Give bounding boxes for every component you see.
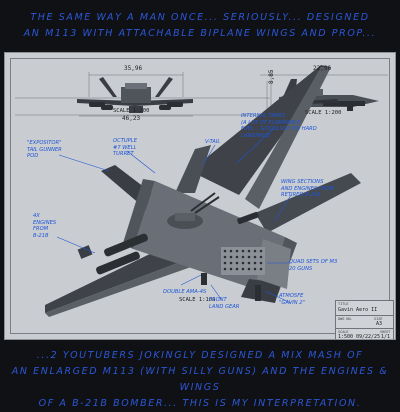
caption-bottom-line-1: ...2 Youtubers jokingly designed a mix m… [36, 350, 364, 361]
scale-label: SCALE [338, 330, 349, 334]
annotation-double-ama: Double AMA-4s [163, 289, 207, 295]
sheet-value: 1/1 [381, 334, 391, 340]
caption-bottom-line-3: of a B-21B bomber... this is my interpre… [38, 398, 362, 409]
annotation-atmosfe: Atmosfe "Gavin 2" [279, 293, 305, 306]
front-width-dimension: 35,96 [124, 65, 143, 72]
caption-bottom: ...2 Youtubers jokingly designed a mix m… [0, 348, 400, 412]
caption-top: The same way a man once... seriously... … [0, 10, 400, 42]
dwg-label: DWG NO. [338, 317, 353, 321]
leader-lines [56, 128, 292, 304]
annotation-engines: 4x engines from B-21B [33, 213, 57, 239]
date-value: 09/22/25 [356, 334, 381, 340]
blueprint-sheet: 35,96 SCALE 1:200 46,23 22,96 8,85 SCALE… [4, 52, 396, 340]
caption-bottom-line-2: an enlarged M113 (with silly guns) and t… [11, 366, 389, 393]
title-value: Gavin Aero II [338, 307, 378, 313]
title-block-row-2: SCALE 1:500 09/22/25 SHEET 1/1 [336, 328, 393, 340]
size-label: SIZE [374, 317, 383, 321]
size-value: A3 [376, 321, 383, 327]
annotation-tail-gunner: "Expositor" tail gunner pod [27, 140, 62, 160]
side-width-dimension: 22,96 [313, 65, 332, 72]
annotation-internal-tanks: Internal tanks (a lot of flammable fuel.… [241, 113, 317, 139]
side-view-scale: SCALE 1:200 [305, 110, 342, 116]
annotation-front-gear: Front land gear [209, 297, 240, 310]
annotation-guns: Quad sets of M3 20 guns [289, 259, 338, 272]
title-label: TITLE [338, 302, 349, 306]
annotation-vtail: V-tail [205, 139, 221, 145]
front-view-scale: SCALE 1:200 [113, 108, 150, 114]
side-height-dimension: 8,85 [268, 69, 275, 84]
main-view-aircraft [45, 65, 361, 317]
sheet-border [10, 58, 390, 334]
scale-value: 1:500 [338, 334, 354, 340]
caption-top-line-1: The same way a man once... seriously... … [30, 12, 370, 23]
front-span-dimension: 46,23 [122, 115, 141, 122]
caption-top-line-2: an M113 with attachable biplane wings an… [23, 28, 377, 39]
annotation-wing-sections: Wing sections and engines from retired B… [281, 179, 335, 199]
sheet-label: SHEET [380, 330, 391, 334]
main-view-scale: SCALE 1:100 [179, 297, 216, 303]
annotation-turret: Octuple #7 Well turret [113, 138, 137, 158]
title-block: TITLE Gavin Aero II DWG NO. SIZE A3 SCAL… [335, 300, 394, 340]
blueprint-drawing [15, 65, 388, 317]
front-view-aircraft [77, 77, 193, 113]
title-block-row-1: DWG NO. SIZE A3 [336, 315, 393, 328]
